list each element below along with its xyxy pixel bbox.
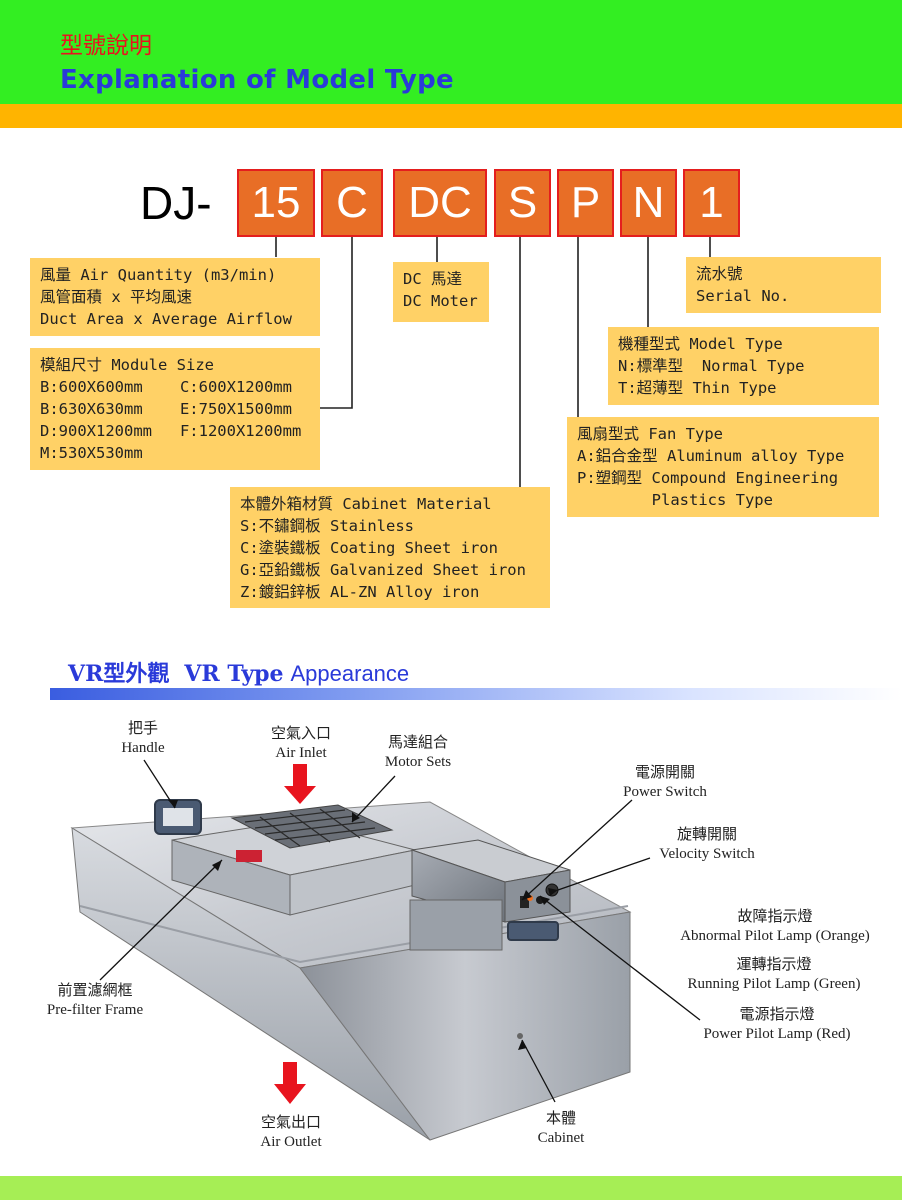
- label-power-lamp-cn: 電源指示燈: [739, 1007, 815, 1023]
- motor-set: [171, 804, 416, 916]
- appearance-title-cn: VR型外觀: [68, 661, 170, 687]
- segment-model-type: N: [620, 169, 677, 237]
- air-inlet-arrow: [284, 764, 316, 804]
- segment-fan-type: P: [557, 169, 614, 237]
- label-motor-sets: 馬達組合 Motor Sets: [370, 734, 466, 772]
- label-motor-sets-cn: 馬達組合: [387, 735, 448, 751]
- label-abnormal-lamp: 故障指示燈 Abnormal Pilot Lamp (Orange): [670, 908, 880, 946]
- label-velocity-switch-en: Velocity Switch: [659, 846, 755, 862]
- label-power-lamp: 電源指示燈 Power Pilot Lamp (Red): [694, 1006, 860, 1044]
- label-power-switch: 電源開關 Power Switch: [612, 764, 718, 802]
- label-running-lamp-cn: 運轉指示燈: [736, 957, 812, 973]
- appearance-title: VR型外觀 VR Type Appearance: [68, 656, 409, 688]
- label-running-lamp-en: Running Pilot Lamp (Green): [687, 976, 861, 992]
- label-motor-sets-en: Motor Sets: [384, 754, 452, 770]
- footer-band: [0, 1176, 902, 1200]
- segment-module-size: C: [321, 169, 383, 237]
- label-abnormal-lamp-cn: 故障指示燈: [737, 909, 813, 925]
- label-air-outlet-en: Air Outlet: [260, 1134, 322, 1150]
- header-band: [0, 0, 902, 104]
- box-dc-motor: DC 馬達 DC Moter: [393, 262, 489, 322]
- box-module-size: 模組尺寸 Module Size B:600X600mm C:600X1200m…: [30, 348, 320, 470]
- segment-cabinet-material: S: [494, 169, 551, 237]
- section-rule: [50, 688, 902, 700]
- label-handle-cn: 把手: [127, 721, 158, 737]
- model-prefix: DJ-: [140, 177, 212, 229]
- label-handle: 把手 Handle: [106, 720, 180, 758]
- label-prefilter: 前置濾網框 Pre-filter Frame: [38, 982, 152, 1020]
- label-velocity-switch: 旋轉開關 Velocity Switch: [648, 826, 766, 864]
- label-prefilter-en: Pre-filter Frame: [46, 1002, 144, 1018]
- label-cabinet-cn: 本體: [545, 1111, 576, 1127]
- title-english: Explanation of Model Type: [60, 65, 454, 95]
- label-power-switch-cn: 電源開關: [634, 765, 695, 781]
- label-cabinet-en: Cabinet: [537, 1130, 585, 1146]
- label-velocity-switch-cn: 旋轉開關: [676, 827, 737, 843]
- label-cabinet: 本體 Cabinet: [526, 1110, 596, 1148]
- segment-motor: DC: [393, 169, 487, 237]
- box-cabinet-material: 本體外箱材質 Cabinet Material S:不鏽鋼板 Stainless…: [230, 487, 550, 608]
- connector-lines: [275, 237, 711, 487]
- label-air-inlet-en: Air Inlet: [275, 745, 327, 761]
- label-abnormal-lamp-en: Abnormal Pilot Lamp (Orange): [680, 928, 870, 944]
- label-handle-en: Handle: [121, 740, 165, 756]
- callout-lines: [99, 759, 701, 1103]
- label-power-lamp-en: Power Pilot Lamp (Red): [703, 1026, 851, 1042]
- label-prefilter-cn: 前置濾網框: [57, 983, 133, 999]
- handle-shape: [154, 799, 202, 835]
- control-box: [409, 839, 571, 951]
- fan-filter-unit-illustration: [70, 759, 701, 1141]
- label-running-lamp: 運轉指示燈 Running Pilot Lamp (Green): [676, 956, 872, 994]
- label-air-inlet: 空氣入口 Air Inlet: [256, 725, 346, 763]
- box-fan-type: 風扇型式 Fan Type A:鋁合金型 Aluminum alloy Type…: [567, 417, 879, 517]
- label-air-outlet-cn: 空氣出口: [260, 1115, 321, 1131]
- box-serial-no: 流水號 Serial No.: [686, 257, 881, 313]
- label-air-outlet: 空氣出口 Air Outlet: [248, 1114, 334, 1152]
- segment-serial-no: 1: [683, 169, 740, 237]
- title-chinese: 型號說明: [60, 33, 152, 59]
- air-outlet-arrow: [274, 1062, 306, 1104]
- label-power-switch-en: Power Switch: [623, 784, 707, 800]
- box-air-quantity: 風量 Air Quantity (m3/min) 風管面積 x 平均風速 Duc…: [30, 258, 320, 336]
- box-model-type: 機種型式 Model Type N:標準型 Normal Type T:超薄型 …: [608, 327, 879, 405]
- label-air-inlet-cn: 空氣入口: [270, 726, 331, 742]
- appearance-title-rest: Appearance: [290, 661, 410, 686]
- appearance-title-type: VR Type: [184, 661, 284, 687]
- header-stripe: [0, 104, 902, 128]
- segment-air-quantity: 15: [237, 169, 315, 237]
